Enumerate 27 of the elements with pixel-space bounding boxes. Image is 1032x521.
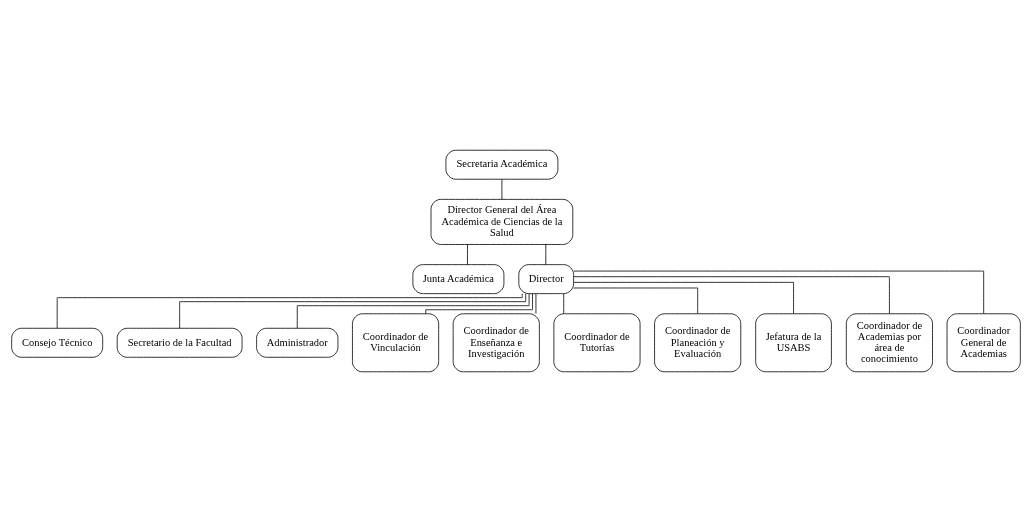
node-box: Coordinador de Enseñanza e Investigación bbox=[452, 312, 540, 372]
node-box: Director bbox=[518, 263, 574, 294]
connector bbox=[573, 275, 890, 314]
connector bbox=[467, 243, 468, 265]
connector bbox=[573, 270, 985, 314]
connector bbox=[179, 292, 527, 329]
connector bbox=[501, 178, 503, 200]
connector bbox=[573, 287, 699, 314]
node-box: Junta Académica bbox=[412, 263, 505, 294]
node-box: Jefatura de la USABS bbox=[755, 312, 832, 372]
node-box: Coordinador de Tutorías bbox=[553, 312, 641, 372]
connector bbox=[545, 243, 547, 265]
node-box: Secretaria Académica bbox=[445, 149, 559, 180]
connector bbox=[573, 281, 794, 314]
node-box: Consejo Técnico bbox=[11, 327, 104, 358]
connector bbox=[56, 292, 523, 329]
connector bbox=[296, 292, 530, 329]
connector bbox=[563, 293, 565, 314]
connector bbox=[535, 293, 537, 314]
node-box: Administrador bbox=[256, 327, 339, 358]
node-box: Coordinador de Planeación y Evaluación bbox=[654, 312, 742, 372]
node-box: Coordinador de Vinculación bbox=[352, 312, 440, 372]
node-box: Coordinador de Academias por área de conocimiento bbox=[845, 312, 933, 372]
connector bbox=[425, 292, 533, 314]
node-box: Coordinador General de Academias bbox=[946, 312, 1021, 372]
node-box: Secretario de la Facultad bbox=[116, 327, 243, 358]
node-box: Director General del Área Académica de Ciencias de la Salud bbox=[430, 198, 574, 245]
